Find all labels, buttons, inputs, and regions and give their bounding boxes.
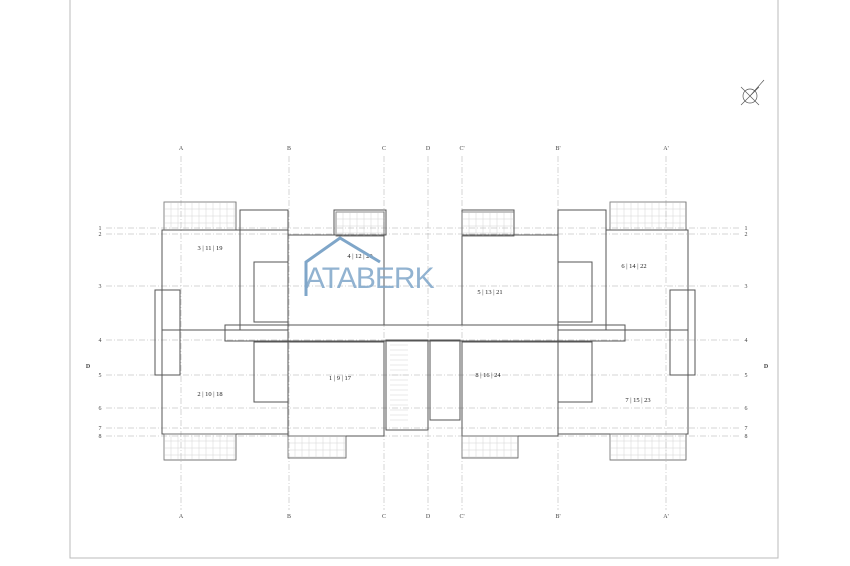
- room-wall: [557, 341, 593, 403]
- room-wall: [287, 341, 385, 437]
- unit-label: 8 | 16 | 24: [475, 372, 501, 379]
- row-axis-label: 3: [99, 284, 102, 290]
- row-axis-label: 2: [745, 232, 748, 238]
- row-axis-label: 4: [745, 338, 748, 344]
- watermark: ATABERK: [305, 262, 435, 295]
- room-wall: [461, 234, 559, 326]
- column-axis-label: B': [555, 514, 560, 520]
- unit-label: 3 | 11 | 19: [197, 245, 222, 252]
- column-axis-label: B: [287, 146, 291, 152]
- sheet-border: [69, 0, 779, 559]
- unit-label: 7 | 15 | 23: [625, 397, 650, 404]
- column-axis-label: A: [179, 514, 184, 520]
- row-axis-label: 7: [745, 426, 748, 432]
- column-axis-label: B: [287, 514, 291, 520]
- room-wall: [385, 339, 429, 431]
- row-axis-label: 1: [745, 226, 748, 232]
- section-marker: D: [764, 364, 769, 370]
- north-arrow-icon: [740, 79, 765, 106]
- room-wall: [557, 261, 593, 323]
- column-axis-label: C: [382, 514, 386, 520]
- row-axis-label: 2: [99, 232, 102, 238]
- column-axis-label: A': [663, 146, 668, 152]
- room-wall: [669, 289, 696, 376]
- room-wall: [224, 324, 626, 342]
- watermark-house-icon: [304, 236, 381, 296]
- row-axis-label: 3: [745, 284, 748, 290]
- column-axis-label: C': [459, 146, 464, 152]
- walls: [154, 201, 696, 461]
- column-axis-label: C: [382, 146, 386, 152]
- row-axis-label: 5: [745, 373, 748, 379]
- column-axis-label: D: [426, 146, 431, 152]
- unit-label: 1 | 9 | 17: [329, 375, 352, 382]
- balcony: [163, 433, 237, 461]
- column-axis-label: C': [459, 514, 464, 520]
- room-wall: [253, 341, 289, 403]
- room-wall: [557, 329, 689, 435]
- column-axis-label: B': [555, 146, 560, 152]
- room-wall: [333, 209, 387, 236]
- row-axis-label: 8: [99, 434, 102, 440]
- row-axis-label: 6: [745, 406, 748, 412]
- row-axis-label: 8: [745, 434, 748, 440]
- column-axis-label: A: [179, 146, 184, 152]
- row-axis-label: 7: [99, 426, 102, 432]
- unit-label: 5 | 13 | 21: [477, 289, 502, 296]
- room-wall: [461, 341, 559, 437]
- section-marker: D: [86, 364, 91, 370]
- row-axis-label: 4: [99, 338, 102, 344]
- balcony: [335, 211, 385, 237]
- balcony: [287, 435, 347, 459]
- unit-label: 4 | 12 | 20: [347, 253, 372, 260]
- column-axis-label: A': [663, 514, 668, 520]
- room-wall: [253, 261, 289, 323]
- unit-label: 6 | 14 | 22: [621, 263, 646, 270]
- column-axis-label: D: [426, 514, 431, 520]
- row-axis-label: 6: [99, 406, 102, 412]
- row-axis-label: 1: [99, 226, 102, 232]
- unit-label: 2 | 10 | 18: [197, 391, 222, 398]
- room-wall: [429, 339, 461, 421]
- room-wall: [461, 209, 515, 236]
- row-axis-label: 5: [99, 373, 102, 379]
- balcony-tiles: [163, 201, 686, 460]
- room-wall: [154, 289, 181, 376]
- balcony: [461, 211, 515, 237]
- room-wall: [605, 229, 689, 331]
- balcony: [609, 433, 687, 461]
